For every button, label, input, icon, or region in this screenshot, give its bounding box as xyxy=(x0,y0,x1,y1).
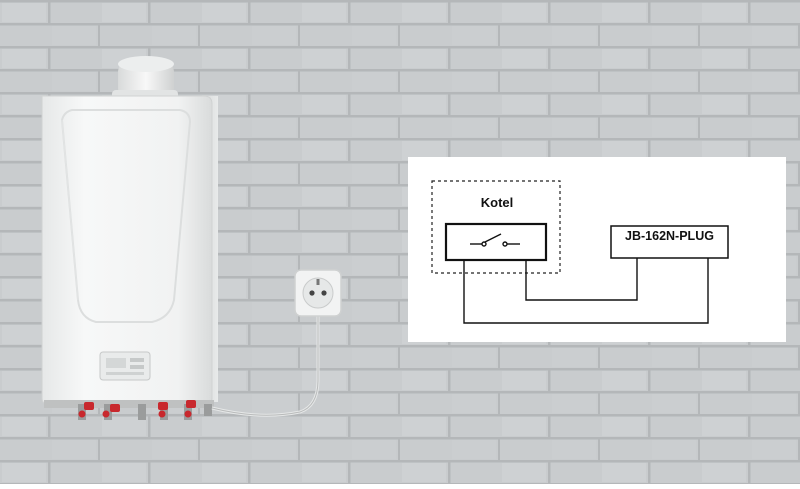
boiler-boundary-dashed xyxy=(431,180,561,274)
boiler-contact-box xyxy=(444,222,548,262)
wire-2 xyxy=(463,258,709,324)
plug-device-box xyxy=(610,225,729,259)
device-label: JB-162N-PLUG xyxy=(625,229,714,243)
red-valves xyxy=(78,400,196,418)
wiring-diagram xyxy=(431,180,729,324)
switch-contact-icon xyxy=(470,233,520,247)
wiring-diagram-panel: Kotel JB-162N-PLUG xyxy=(408,157,786,342)
gas-boiler xyxy=(41,95,218,408)
wall-socket-icon xyxy=(294,269,342,317)
wire-1 xyxy=(525,258,638,301)
boiler-label: Kotel xyxy=(480,195,514,210)
boiler-display-icon xyxy=(99,351,151,381)
flue-pipe xyxy=(112,56,178,102)
